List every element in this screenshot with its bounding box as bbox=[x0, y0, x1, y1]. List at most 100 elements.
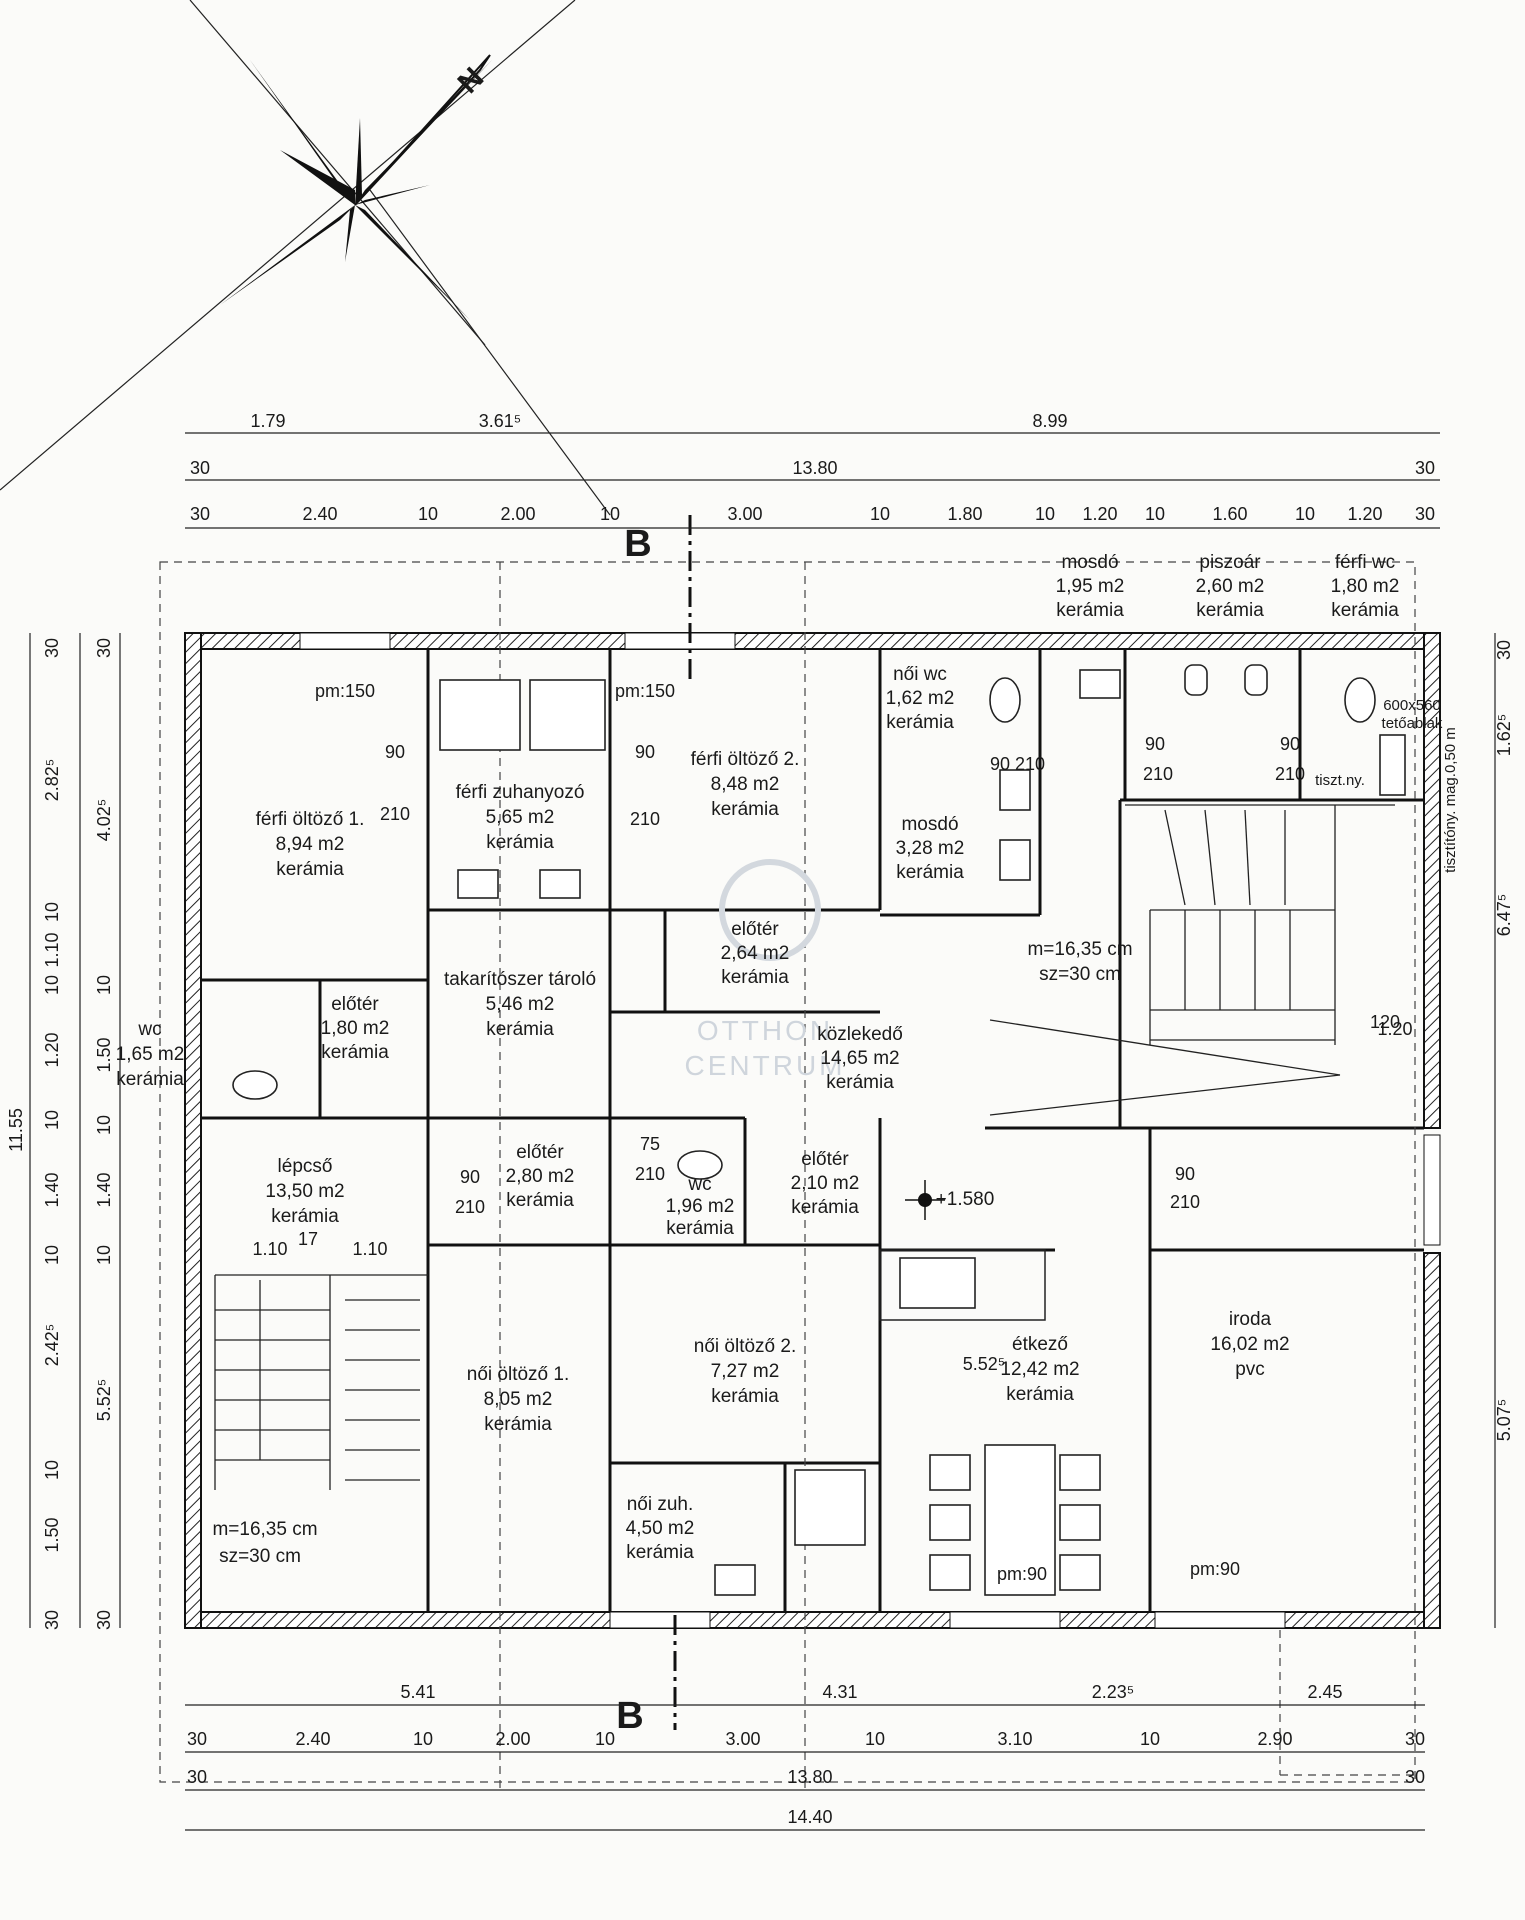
svg-text:kerámia: kerámia bbox=[484, 1414, 552, 1435]
dimension-left-inner: 1.20 bbox=[42, 1032, 62, 1067]
room-kozlekedo: közlekedő 14,65 m2 kerámia bbox=[817, 1024, 903, 1093]
svg-text:előtér: előtér bbox=[731, 919, 779, 940]
svg-text:kerámia: kerámia bbox=[1331, 600, 1399, 621]
svg-text:kerámia: kerámia bbox=[276, 859, 344, 880]
svg-text:kerámia: kerámia bbox=[486, 832, 554, 853]
dimension-top-row1: 3.61⁵ bbox=[479, 411, 522, 431]
dimension-left-mid: 10 bbox=[94, 1245, 114, 1265]
svg-text:2,60 m2: 2,60 m2 bbox=[1196, 576, 1265, 597]
dimension-left-mid: 1.40 bbox=[94, 1172, 114, 1207]
dimension-left-inner: 1.10 bbox=[42, 932, 62, 967]
dimension-lines bbox=[29, 432, 1496, 1831]
dimension-bottom-row1: 5.41 bbox=[400, 1682, 435, 1702]
dimension-top-row3: 1.60 bbox=[1212, 504, 1247, 524]
door-dimension-label: 75 bbox=[640, 1134, 660, 1154]
dimension-left-inner: 2.42⁵ bbox=[42, 1324, 62, 1367]
svg-text:kerámia: kerámia bbox=[321, 1042, 389, 1063]
svg-text:kerámia: kerámia bbox=[711, 1386, 779, 1407]
svg-text:férfi wc: férfi wc bbox=[1335, 552, 1395, 573]
dimension-top-row2: 30 bbox=[1415, 458, 1435, 478]
door-dimension-label: 17 bbox=[298, 1229, 318, 1249]
dimension-left-mid: 1.50 bbox=[94, 1037, 114, 1072]
door-dimension-label: 210 bbox=[630, 809, 660, 829]
svg-text:13,50 m2: 13,50 m2 bbox=[265, 1181, 344, 1202]
dimension-top-row3: 30 bbox=[1415, 504, 1435, 524]
door-dimension-label: 90 bbox=[990, 754, 1010, 774]
svg-text:2,80 m2: 2,80 m2 bbox=[506, 1166, 575, 1187]
door-dimension-label: pm:90 bbox=[997, 1564, 1047, 1584]
door-dimension-label: 210 bbox=[1143, 764, 1173, 784]
svg-text:7,27 m2: 7,27 m2 bbox=[711, 1361, 780, 1382]
door-dimension-label: pm:150 bbox=[315, 681, 375, 701]
section-markers: B B bbox=[616, 515, 692, 1737]
svg-text:m=16,35 cm: m=16,35 cm bbox=[1027, 939, 1132, 960]
dimension-bottom-row2: 3.00 bbox=[725, 1729, 760, 1749]
door-dimension-label: 90 bbox=[1280, 734, 1300, 754]
room-eloter-1: előtér 2,64 m2 kerámia bbox=[721, 919, 790, 988]
room-ferfi-wc: férfi wc 1,80 m2 kerámia bbox=[1331, 552, 1400, 621]
door-dimension-label: 90 bbox=[635, 742, 655, 762]
compass-rose-icon: N bbox=[0, 0, 611, 516]
svg-text:mosdó: mosdó bbox=[1061, 552, 1118, 573]
room-mosdo-1: mosdó 1,95 m2 kerámia bbox=[1056, 552, 1125, 621]
urinal-2 bbox=[1244, 664, 1268, 696]
dimension-top-row2: 13.80 bbox=[792, 458, 837, 478]
sink-1 bbox=[457, 869, 499, 899]
svg-text:férfi zuhanyozó: férfi zuhanyozó bbox=[456, 782, 585, 803]
dimension-top-row3: 10 bbox=[1295, 504, 1315, 524]
door-dimension-label: 90 bbox=[1175, 1164, 1195, 1184]
room-noi-oltozo-2: női öltöző 2. 7,27 m2 kerámia bbox=[694, 1336, 796, 1407]
svg-text:kerámia: kerámia bbox=[711, 799, 779, 820]
svg-text:iroda: iroda bbox=[1229, 1309, 1272, 1330]
door-dimension-label: 210 bbox=[1275, 764, 1305, 784]
dimension-left-inner: 10 bbox=[42, 1245, 62, 1265]
dimension-left-mid: 4.02⁵ bbox=[94, 799, 114, 842]
room-mosdo-2: mosdó 3,28 m2 kerámia bbox=[896, 814, 965, 883]
svg-text:kerámia: kerámia bbox=[886, 712, 954, 733]
svg-text:16,02 m2: 16,02 m2 bbox=[1210, 1334, 1289, 1355]
dimension-bottom-row2: 10 bbox=[865, 1729, 885, 1749]
svg-text:1,80 m2: 1,80 m2 bbox=[321, 1018, 390, 1039]
dimension-left-mid: 10 bbox=[94, 975, 114, 995]
section-mark-top: B bbox=[624, 523, 651, 565]
dimension-left-inner: 2.82⁵ bbox=[42, 759, 62, 802]
dimension-bottom-row1: 4.31 bbox=[822, 1682, 857, 1702]
watermark-line1: OTTHON bbox=[697, 1015, 833, 1046]
dimension-bottom-row3: 13.80 bbox=[787, 1767, 832, 1787]
sink-4 bbox=[999, 839, 1031, 881]
svg-text:wc: wc bbox=[687, 1174, 711, 1195]
toilet-3 bbox=[232, 1070, 278, 1100]
dimension-left-inner: 10 bbox=[42, 975, 62, 995]
svg-text:előtér: előtér bbox=[516, 1142, 564, 1163]
svg-text:1,65 m2: 1,65 m2 bbox=[116, 1044, 185, 1065]
watermark-line2: CENTRUM bbox=[685, 1050, 846, 1081]
staircase-lower bbox=[214, 1274, 428, 1490]
dimension-right: 1.62⁵ bbox=[1494, 714, 1514, 757]
sanitary-fixtures bbox=[232, 664, 1406, 1596]
svg-text:előtér: előtér bbox=[801, 1149, 849, 1170]
room-ferfi-oltozo-2: férfi öltöző 2. 8,48 m2 kerámia bbox=[691, 749, 800, 820]
dimension-bottom-row1: 2.45 bbox=[1307, 1682, 1342, 1702]
svg-text:férfi öltöző 2.: férfi öltöző 2. bbox=[691, 749, 800, 770]
svg-text:mosdó: mosdó bbox=[901, 814, 958, 835]
vent-note-2: tisztítóny. mag.0,50 m bbox=[1442, 727, 1459, 873]
svg-text:kerámia: kerámia bbox=[626, 1542, 694, 1563]
svg-text:férfi öltöző 1.: férfi öltöző 1. bbox=[256, 809, 365, 830]
room-ferfi-oltozo-1: férfi öltöző 1. 8,94 m2 kerámia bbox=[256, 809, 365, 880]
dimension-right: 5.07⁵ bbox=[1494, 1399, 1514, 1442]
door-dimension-label: 210 bbox=[635, 1164, 665, 1184]
dimension-left-inner: 10 bbox=[42, 1110, 62, 1130]
svg-text:sz=30 cm: sz=30 cm bbox=[219, 1546, 301, 1567]
door-dimension-label: pm:150 bbox=[615, 681, 675, 701]
door-dimension-label: 1.10 bbox=[252, 1239, 287, 1259]
svg-text:kerámia: kerámia bbox=[791, 1197, 859, 1218]
dimension-top-row3: 10 bbox=[870, 504, 890, 524]
svg-text:női wc: női wc bbox=[893, 664, 947, 685]
svg-text:4,50 m2: 4,50 m2 bbox=[626, 1518, 695, 1539]
dimension-top-row3: 2.00 bbox=[500, 504, 535, 524]
dimension-top-row2: 30 bbox=[190, 458, 210, 478]
dimension-left-inner: 10 bbox=[42, 902, 62, 922]
watermark: OTTHON CENTRUM bbox=[685, 859, 846, 1081]
svg-text:pvc: pvc bbox=[1235, 1359, 1265, 1380]
